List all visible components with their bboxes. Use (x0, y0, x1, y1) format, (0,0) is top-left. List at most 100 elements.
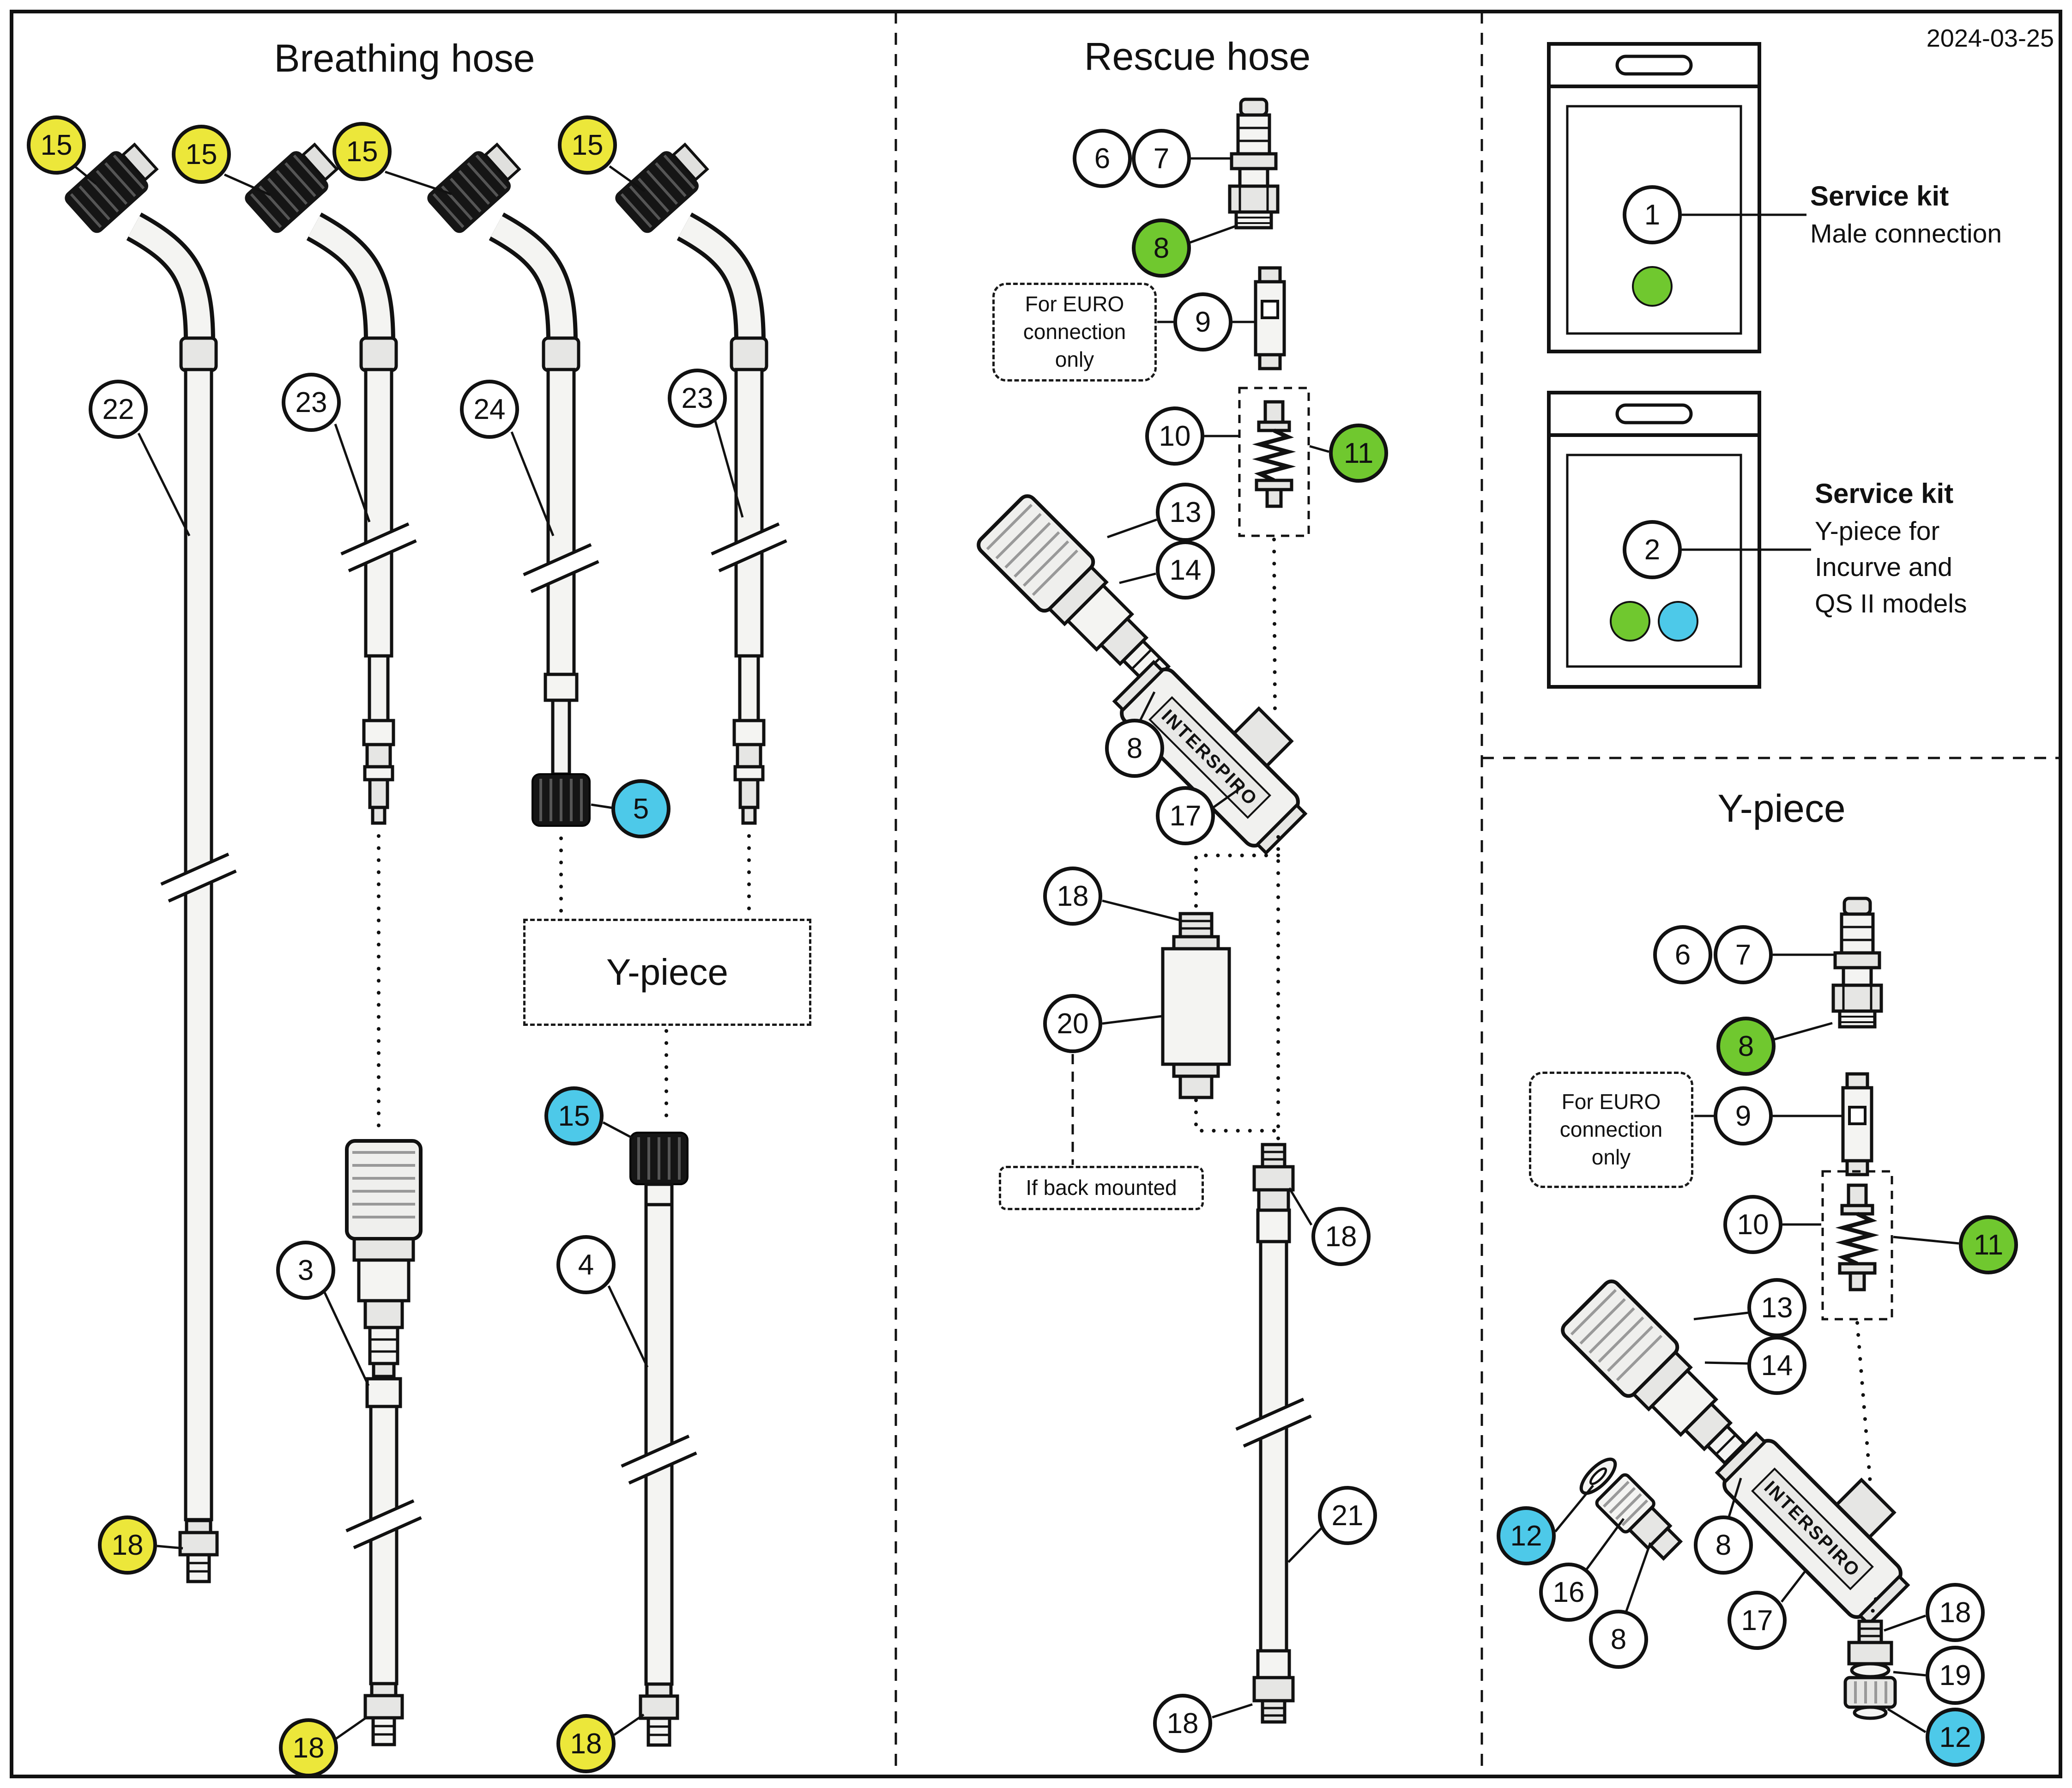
euro-adapter (1843, 1074, 1872, 1175)
leader-lines (1682, 213, 1811, 551)
kit1-label: Service kit Male connection (1810, 177, 2002, 252)
male-connector (1230, 99, 1278, 228)
assembly-links (1194, 538, 1280, 1143)
euro-note-line: For EURO (1025, 292, 1124, 316)
valve-part (1256, 402, 1292, 506)
callout-8: 8 (1105, 719, 1164, 778)
callout-2: 2 (1623, 520, 1682, 579)
callout-7: 7 (1714, 925, 1773, 984)
callout-9: 9 (1714, 1086, 1773, 1146)
hose-3-assembly (346, 1141, 421, 1745)
ypiece-title: Y-piece (1717, 787, 1846, 830)
euro-note-ypiece: For EURO connection only (1529, 1072, 1693, 1188)
leader-lines (69, 162, 744, 1740)
callout-8: 8 (1716, 1017, 1776, 1076)
back-mounted-note: If back mounted (999, 1166, 1204, 1210)
callout-12: 12 (1926, 1708, 1985, 1767)
kit2-label: Service kit Y-piece for Incurve and QS I… (1815, 475, 1967, 622)
cyan-dot (1658, 601, 1698, 642)
callout-18: 18 (1926, 1583, 1985, 1642)
callout-15: 15 (172, 125, 231, 184)
breathing-hose-art (62, 138, 786, 1745)
valve-part (1840, 1185, 1875, 1290)
callout-18: 18 (279, 1718, 338, 1777)
callout-23: 23 (668, 369, 727, 428)
valve-dashed-box (1238, 387, 1310, 537)
callout-18: 18 (98, 1515, 157, 1575)
hose-22 (62, 138, 236, 1582)
hose-4-assembly (622, 1133, 696, 1745)
callout-18: 18 (556, 1714, 616, 1773)
assembly-links (377, 834, 751, 1136)
callout-24: 24 (460, 380, 519, 439)
euro-note-line: connection (1559, 1117, 1663, 1142)
green-dot (1632, 266, 1673, 307)
green-dot (1610, 601, 1650, 642)
kit1-title: Service kit (1810, 181, 1949, 212)
callout-7: 7 (1132, 129, 1191, 188)
callout-23: 23 (282, 373, 341, 432)
ypiece-placeholder-box: Y-piece (523, 919, 811, 1026)
valve-dashed-box (1821, 1170, 1893, 1321)
hose-24 (424, 138, 598, 826)
callout-15: 15 (558, 115, 617, 175)
callout-17: 17 (1156, 786, 1215, 845)
service-kit-art (1547, 42, 1811, 689)
callout-16: 16 (1539, 1563, 1598, 1622)
euro-note-line: only (1055, 347, 1094, 371)
euro-note-line: only (1591, 1145, 1631, 1169)
callout-4: 4 (556, 1235, 616, 1294)
coupling-small-parts (1579, 1457, 1683, 1561)
rescue-hose-assembly (1236, 1143, 1311, 1724)
callout-14: 14 (1747, 1336, 1806, 1395)
callout-3: 3 (276, 1241, 335, 1300)
euro-note-line: For EURO (1561, 1090, 1661, 1114)
outlet-fitting (1843, 1619, 1897, 1720)
callout-6: 6 (1653, 925, 1712, 984)
male-connector (1833, 898, 1881, 1027)
page-frame (10, 10, 2062, 1778)
callout-19: 19 (1926, 1646, 1985, 1705)
hose-23-b (612, 138, 786, 823)
kit2-title: Service kit (1815, 478, 1954, 509)
callout-8: 8 (1132, 218, 1191, 278)
callout-5: 5 (611, 779, 671, 838)
callout-18: 18 (1153, 1694, 1212, 1753)
callout-10: 10 (1723, 1195, 1782, 1254)
callout-13: 13 (1156, 483, 1215, 542)
rescue-hose-art: INTERSPIRO (975, 99, 1335, 1724)
kit1-line: Male connection (1810, 218, 2002, 249)
assembly-links (1855, 1321, 1878, 1619)
euro-adapter (1256, 268, 1284, 369)
callout-8: 8 (1589, 1610, 1648, 1669)
hose-23-a (242, 138, 416, 823)
callout-14: 14 (1156, 540, 1215, 600)
callout-12: 12 (1497, 1506, 1556, 1565)
kit2-line: QS II models (1815, 589, 1967, 619)
callout-8: 8 (1694, 1515, 1753, 1575)
callout-6: 6 (1073, 129, 1132, 188)
callout-15: 15 (332, 122, 392, 181)
callout-15: 15 (27, 115, 86, 175)
leader-lines (1102, 157, 1329, 1719)
callout-15: 15 (544, 1086, 604, 1146)
callout-20: 20 (1043, 994, 1102, 1053)
callout-18: 18 (1311, 1207, 1371, 1266)
kit2-line: Incurve and (1815, 552, 1952, 582)
revision-date: 2024-03-25 (1926, 24, 2054, 52)
back-mount-adapter (1161, 912, 1231, 1099)
callout-11: 11 (1959, 1215, 2018, 1274)
callout-10: 10 (1145, 406, 1204, 466)
callout-21: 21 (1318, 1486, 1377, 1545)
euro-note-line: connection (1023, 320, 1126, 344)
euro-note-rescue: For EURO connection only (992, 283, 1157, 382)
callout-18: 18 (1043, 867, 1102, 926)
leader-lines (1554, 953, 1959, 1733)
callout-11: 11 (1329, 424, 1388, 483)
callout-9: 9 (1173, 292, 1232, 352)
callout-22: 22 (89, 380, 148, 439)
breathing-hose-title: Breathing hose (274, 36, 535, 80)
callout-17: 17 (1728, 1591, 1787, 1650)
